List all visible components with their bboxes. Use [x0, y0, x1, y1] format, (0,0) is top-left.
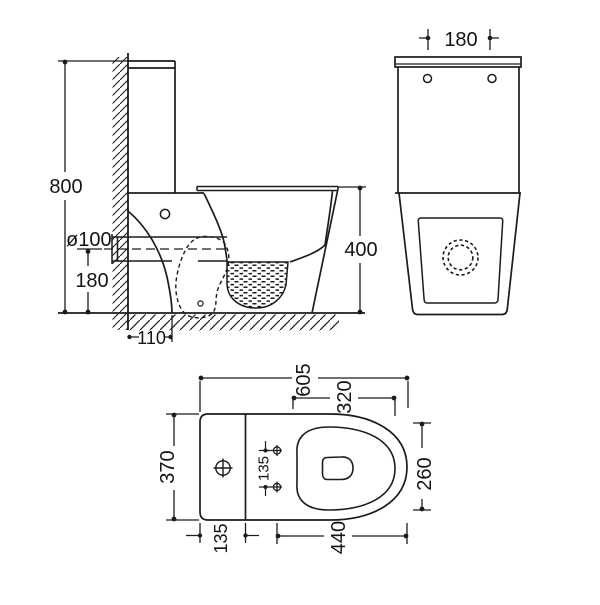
dim-cistern-depth: 135: [186, 523, 259, 554]
dim-180s-label: 180: [75, 270, 108, 292]
flush-valve-outer: [442, 239, 479, 276]
dim-440-end-left: [275, 533, 281, 539]
dim-260-label: 260: [414, 457, 436, 490]
water-pool: [226, 261, 289, 309]
spud-crosshair: [213, 458, 233, 478]
spud-cross: [213, 458, 233, 478]
dim-135t-end-right: [243, 533, 248, 538]
dim-605-ext: [199, 381, 409, 412]
seat-lid-lines: [196, 185, 339, 192]
wall-section: [112, 53, 129, 330]
seat-side: [196, 185, 339, 192]
dim-outlet-offset: 110: [127, 315, 173, 348]
outlet-pipe: [77, 234, 227, 264]
dim-wall-height: 800: [49, 59, 128, 315]
dim-bowl-projection: 440: [275, 521, 409, 554]
dim-overall-width: 370: [157, 412, 199, 522]
dim-605-end-right: [404, 375, 410, 381]
pedestal-front: [398, 192, 521, 316]
cistern-body-front: [397, 67, 520, 193]
cistern-side: [128, 60, 204, 194]
pedestal-outline: [398, 192, 521, 316]
dim-800-end-bottom: [62, 309, 68, 315]
floor-hatch: [127, 314, 339, 331]
dim-outlet-diameter: ø100: [66, 229, 112, 251]
dim-400-label: 400: [344, 239, 377, 261]
front-view: 180: [394, 29, 522, 316]
supply-hole: [159, 208, 171, 220]
dim-135t-ext: [199, 523, 247, 543]
bowl-rear-slant: [311, 190, 339, 314]
dim-outlet-height: 180: [75, 249, 109, 315]
pedestal-front-curve: [127, 210, 173, 314]
cistern-lid-side: [128, 60, 175, 69]
cistern-lid-front: [394, 56, 522, 68]
wall-hatch: [112, 57, 128, 330]
dim-320-end-right: [391, 395, 397, 401]
top-view: 605 320 370 260: [157, 363, 436, 554]
seat-bolt-holes: [272, 445, 282, 493]
pan-plan: [199, 413, 408, 521]
pedestal-panel: [417, 217, 504, 304]
dim-110-end-right: [168, 334, 173, 340]
dim-370-ticks: [166, 413, 199, 521]
dim-320-end-left: [291, 395, 297, 401]
seat-hole-bottom-cross: [272, 481, 282, 493]
dim-180s-end-bottom: [85, 309, 91, 315]
dim-400-end-top: [357, 185, 363, 191]
dim-320-label: 320: [334, 380, 356, 413]
dim-o100-label: ø100: [66, 229, 112, 251]
dim-605-end-left: [198, 375, 204, 381]
side-view: 800 ø100 180 110 400: [49, 53, 378, 348]
dim-800-end-top: [62, 59, 68, 65]
trap-drain-dot: [197, 300, 204, 307]
water-pool-shape: [226, 261, 289, 309]
cistern-front: [394, 56, 522, 194]
seat-hole-top-cross: [272, 445, 282, 456]
dim-135s-end-bottom: [263, 485, 268, 489]
dim-180f-end-right: [487, 35, 493, 41]
dim-370-end-top: [171, 412, 177, 418]
flush-button-left: [422, 73, 433, 84]
dim-135s-label: 135: [256, 456, 273, 481]
dim-bowl-height: 400: [338, 185, 378, 315]
dim-110-end-left: [127, 334, 132, 340]
dim-440-end-right: [403, 533, 409, 539]
dim-135s-end-top: [263, 448, 268, 453]
dim-260-end-bottom: [419, 506, 425, 512]
rim-opening: [296, 426, 396, 511]
bowl-back-curve: [203, 193, 228, 263]
dim-135t-end-left: [197, 533, 203, 538]
dim-rim-length: 320: [291, 380, 397, 416]
dim-180f-label: 180: [444, 29, 477, 51]
dim-320-ext: [292, 400, 396, 416]
dim-seat-bolt-spacing: 135: [256, 441, 273, 496]
flush-button-right: [487, 73, 497, 84]
dim-440-label: 440: [328, 521, 350, 554]
dim-440-ext: [276, 523, 408, 544]
dim-370-end-bottom: [171, 516, 177, 522]
dim-rim-width: 260: [413, 421, 436, 512]
dim-button-spacing: 180: [419, 29, 499, 51]
water-spot: [321, 456, 354, 481]
dim-605-label: 605: [293, 363, 315, 396]
dim-800-label: 800: [49, 176, 82, 198]
dim-overall-length: 605: [198, 363, 410, 412]
dim-400-end-bottom: [357, 309, 363, 315]
dim-135t-label: 135: [211, 523, 231, 553]
dim-370-label: 370: [157, 450, 179, 483]
bowl-inner-rear-curve: [289, 190, 334, 263]
dim-180f-end-left: [425, 35, 431, 41]
pan-outline: [199, 413, 408, 521]
dim-110-label: 110: [137, 328, 166, 348]
dim-180s-end-top: [85, 249, 91, 254]
floor: [58, 312, 365, 331]
flush-valve-inner: [447, 244, 474, 271]
dim-260-end-top: [419, 421, 425, 427]
bowl-profile: [127, 190, 339, 314]
